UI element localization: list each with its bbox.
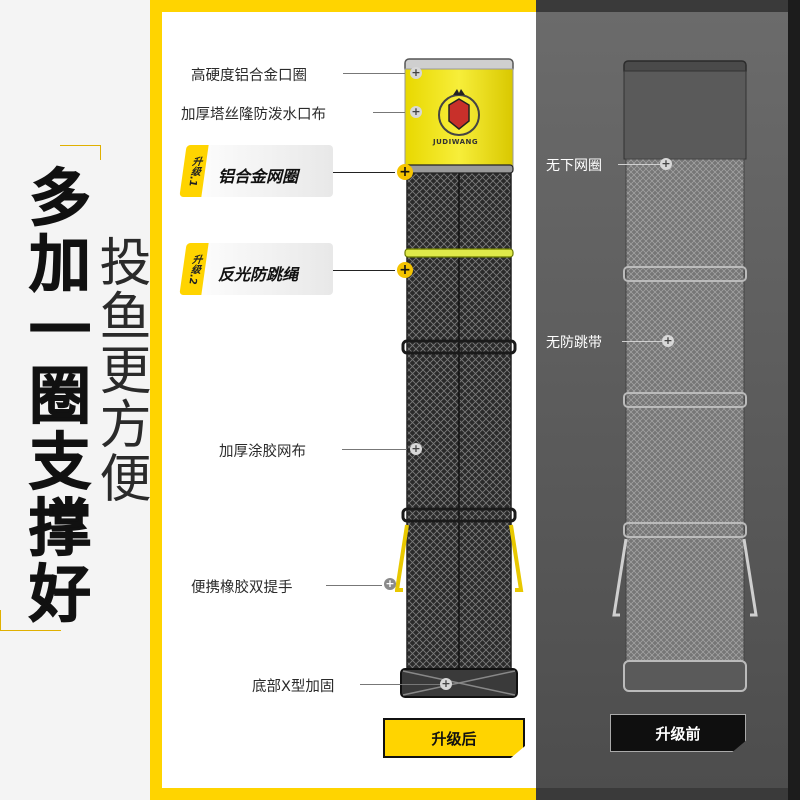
plus-no-jump-band-icon: + — [662, 334, 674, 347]
original-net-body — [625, 158, 745, 690]
label-collar: 加厚塔丝隆防泼水口布 — [181, 107, 326, 123]
label-no-jump-band: 无防跳带 — [546, 335, 602, 351]
upgrade-2-tag — [183, 243, 333, 295]
right-handle — [509, 524, 524, 592]
leader-bottom — [360, 684, 440, 685]
plus-collar-icon: + — [410, 105, 422, 118]
left-background — [0, 0, 150, 800]
leader-handles — [326, 585, 382, 586]
plus-handles-icon: + — [384, 577, 396, 590]
plus-no-lower-ring-icon: + — [660, 157, 672, 170]
leader-collar — [373, 112, 405, 113]
leader-net-mesh — [342, 449, 407, 450]
label-bottom: 底部X型加固 — [252, 679, 335, 695]
plus-bottom-icon: + — [440, 677, 452, 690]
plus-rim-icon: + — [410, 66, 422, 79]
leader-rim — [343, 73, 405, 74]
sub-slogan: 投鱼更方便 — [90, 235, 150, 505]
blurred-collar — [623, 70, 747, 160]
upgraded-net-illustration — [395, 58, 524, 698]
original-net-illustration — [612, 60, 758, 692]
alloy-ring — [404, 164, 514, 174]
left-handle — [395, 524, 409, 592]
main-slogan: 多加一圈支撑好 — [18, 165, 92, 628]
label-handles: 便携橡胶双提手 — [191, 580, 293, 596]
label-net-mesh: 加厚涂胶网布 — [219, 444, 306, 460]
label-rim: 高硬度铝合金口圈 — [191, 68, 307, 84]
upgrade-1-tag — [183, 145, 333, 197]
after-upgrade-button[interactable]: 升级后 — [383, 718, 525, 758]
leader-no-lower-ring — [618, 164, 660, 165]
upgrade-2-label: 反光防跳绳 — [218, 265, 299, 284]
right-edge-bar — [788, 0, 800, 800]
reflective-rope — [404, 248, 514, 258]
plus-upgrade-2-icon: + — [397, 262, 413, 278]
plus-net-mesh-icon: + — [410, 442, 422, 455]
upgrade-1-label: 铝合金网圈 — [218, 167, 299, 186]
plus-upgrade-1-icon: + — [397, 164, 413, 180]
before-upgrade-button[interactable]: 升级前 — [610, 714, 746, 752]
leader-upgrade-1 — [333, 172, 395, 173]
brand-name: JUDIWANG — [433, 138, 479, 146]
leader-upgrade-2 — [333, 270, 395, 271]
corner-deco-bottom — [0, 610, 61, 631]
corner-deco-top — [60, 145, 101, 160]
leader-no-jump-band — [622, 341, 662, 342]
label-no-lower-ring: 无下网圈 — [546, 158, 602, 174]
